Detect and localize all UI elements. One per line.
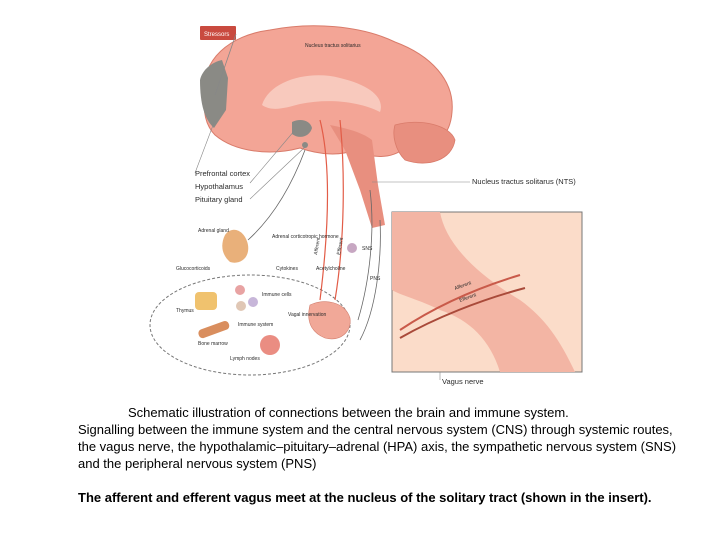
sns-line bbox=[357, 189, 373, 321]
vagus-label: Vagus nerve bbox=[442, 377, 484, 386]
stressors-arrow bbox=[214, 33, 237, 96]
lymph-node bbox=[260, 335, 280, 355]
pituitary-dot bbox=[302, 142, 308, 148]
leader-pituitary bbox=[249, 146, 306, 200]
acth-label: Adrenal corticotropic hormone bbox=[272, 234, 339, 240]
caption-rest: Signalling between the immune system and… bbox=[78, 422, 677, 471]
leader-prefrontal bbox=[194, 119, 216, 174]
lymph-nodes-label: Lymph nodes bbox=[230, 356, 260, 362]
cytokines-label: Cytokines bbox=[276, 266, 298, 272]
brain-immune-diagram: Stressors Afferent Efferent Nucleus trac… bbox=[149, 25, 583, 386]
brain-inner bbox=[262, 75, 381, 112]
pns-line bbox=[359, 219, 381, 341]
nts-insert-label: Nucleus tractus solitarius bbox=[305, 43, 361, 49]
hypothalamus-region bbox=[292, 120, 312, 137]
afferent-line bbox=[319, 119, 329, 301]
insert-tissue bbox=[392, 212, 575, 372]
insert-nerve-efferent bbox=[399, 287, 526, 339]
immune-cell-3 bbox=[236, 301, 246, 311]
thymus-label: Thymus bbox=[176, 308, 194, 314]
efferent-label: Efferent bbox=[336, 237, 345, 256]
stressors-label: Stressors bbox=[204, 32, 229, 38]
immune-cell-1 bbox=[235, 285, 245, 295]
thymus bbox=[195, 292, 217, 310]
bone-marrow bbox=[198, 320, 230, 339]
immune-system-label: Immune system bbox=[238, 322, 273, 328]
hypothalamus-label: Hypothalamus bbox=[195, 182, 243, 191]
stressors-tag bbox=[200, 26, 236, 40]
pns-label: PNS bbox=[370, 276, 381, 282]
immune-cell-2 bbox=[248, 297, 258, 307]
acetylcholine-label: Acetylcholine bbox=[316, 266, 346, 272]
adrenal-gland bbox=[222, 229, 249, 263]
caption-paragraph: Schematic illustration of connections be… bbox=[78, 404, 678, 472]
leader-hypothalamus bbox=[249, 129, 296, 184]
caption-line-1: Schematic illustration of connections be… bbox=[128, 405, 569, 420]
afferent-label: Afferent bbox=[313, 237, 322, 256]
efferent-line bbox=[334, 119, 344, 301]
nts-label: Nucleus tractus solitarus (NTS) bbox=[472, 177, 576, 186]
glucocorticoids-label: Glucocorticoids bbox=[176, 266, 211, 272]
pituitary-label: Pituitary gland bbox=[195, 195, 243, 204]
prefrontal-label: Prefrontal cortex bbox=[195, 169, 250, 178]
cerebellum bbox=[393, 121, 456, 164]
sns-label: SNS bbox=[362, 246, 373, 252]
caption-bold-paragraph: The afferent and efferent vagus meet at … bbox=[78, 490, 652, 505]
vagal-innervation-label: Vagal innervation bbox=[288, 312, 326, 318]
stomach bbox=[308, 301, 351, 340]
insert-nerve-afferent bbox=[399, 274, 521, 331]
adrenal-label: Adrenal gland bbox=[198, 228, 229, 234]
insert-efferent-label: Efferent bbox=[459, 292, 478, 304]
pituitary-adrenal-line bbox=[247, 149, 306, 241]
sns-node bbox=[347, 243, 357, 253]
insert-afferent-label: Afferent bbox=[454, 280, 473, 292]
bone-marrow-label: Bone marrow bbox=[198, 341, 228, 347]
immune-cells-label: Immune cells bbox=[262, 292, 292, 298]
